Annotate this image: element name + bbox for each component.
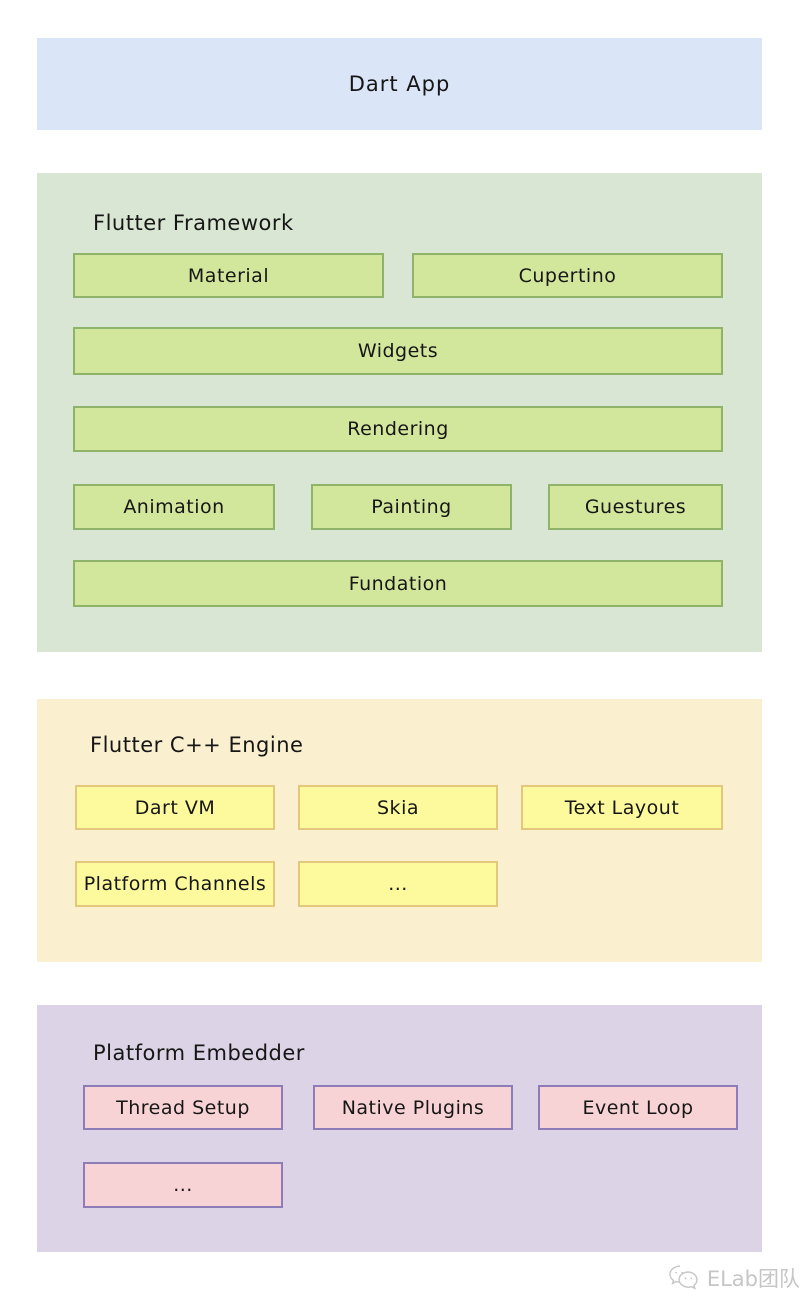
watermark: ELab团队: [668, 1263, 800, 1293]
embedder-box-thread-setup: Thread Setup: [83, 1085, 283, 1130]
engine-box-text-layout: Text Layout: [521, 785, 723, 830]
engine-box-dart-vm: Dart VM: [75, 785, 275, 830]
flutter-framework-layer: Flutter Framework Material Cupertino Wid…: [37, 173, 762, 652]
embedder-box-ellipsis: ...: [83, 1162, 283, 1208]
platform-embedder-layer: Platform Embedder Thread Setup Native Pl…: [37, 1005, 762, 1252]
framework-box-animation: Animation: [73, 484, 275, 530]
wechat-icon: [668, 1264, 700, 1292]
flutter-engine-layer: Flutter C++ Engine Dart VM Skia Text Lay…: [37, 699, 762, 962]
framework-box-widgets: Widgets: [73, 327, 723, 375]
engine-box-ellipsis: ...: [298, 861, 498, 907]
embedder-box-event-loop: Event Loop: [538, 1085, 738, 1130]
engine-box-platform-channels: Platform Channels: [75, 861, 275, 907]
framework-box-fundation: Fundation: [73, 560, 723, 607]
engine-box-skia: Skia: [298, 785, 498, 830]
flutter-framework-title: Flutter Framework: [93, 211, 294, 235]
framework-box-material: Material: [73, 253, 384, 298]
framework-box-rendering: Rendering: [73, 406, 723, 452]
dart-app-layer: Dart App: [37, 38, 762, 130]
framework-box-painting: Painting: [311, 484, 512, 530]
embedder-box-native-plugins: Native Plugins: [313, 1085, 513, 1130]
platform-embedder-title: Platform Embedder: [93, 1041, 305, 1065]
dart-app-label: Dart App: [348, 72, 451, 96]
flutter-engine-title: Flutter C++ Engine: [90, 733, 304, 757]
framework-box-cupertino: Cupertino: [412, 253, 723, 298]
watermark-label: ELab团队: [706, 1267, 800, 1291]
framework-box-guestures: Guestures: [548, 484, 723, 530]
